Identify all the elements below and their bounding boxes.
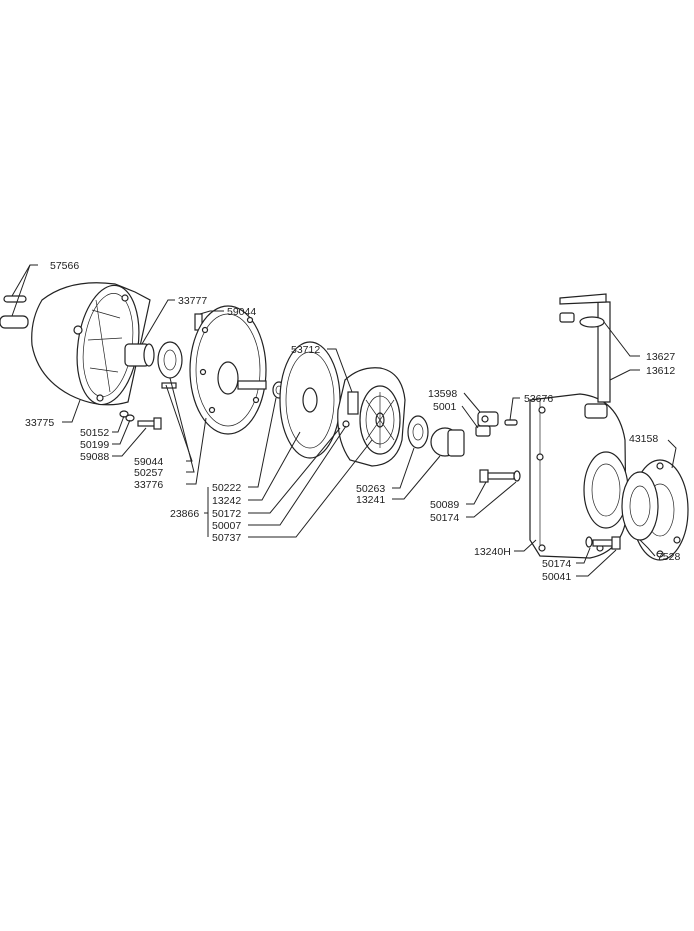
label-7528: 7528 (657, 551, 681, 563)
label-13240H: 13240H (474, 546, 511, 558)
pump-body-13240H-drawing (529, 393, 629, 559)
label-50041: 50041 (542, 571, 571, 583)
label-13612: 13612 (646, 365, 675, 377)
part-labels: 57566 33777 59044 53712 13598 5001 53676… (25, 260, 681, 583)
bolt-50041-drawing (585, 536, 621, 550)
bell-housing-33775-drawing (31, 282, 151, 406)
label-13627: 13627 (646, 351, 675, 363)
bushing-33777-drawing (124, 343, 155, 367)
bolt-50089-drawing (479, 469, 521, 483)
label-50222: 50222 (212, 482, 241, 494)
label-33775: 33775 (25, 417, 54, 429)
label-50199: 50199 (80, 439, 109, 451)
label-33777: 33777 (178, 295, 207, 307)
label-50172: 50172 (212, 508, 241, 520)
label-13598: 13598 (428, 388, 457, 400)
label-50007: 50007 (212, 520, 241, 532)
label-50152: 50152 (80, 427, 109, 439)
label-59044-top: 59044 (227, 306, 256, 318)
label-50263: 50263 (356, 483, 385, 495)
valve-parts-drawing (475, 411, 518, 437)
fan-disc-drawing (279, 341, 341, 459)
label-50737: 50737 (212, 532, 241, 544)
pipe-13612-drawing (559, 293, 611, 403)
impeller-housing-53712-drawing (337, 367, 406, 467)
label-33776: 33776 (134, 479, 163, 491)
flange-plate-drawing (189, 305, 267, 435)
label-53712: 53712 (291, 344, 320, 356)
label-50174-bottom: 50174 (542, 558, 571, 570)
label-13241: 13241 (356, 494, 385, 506)
gasket-drawing (621, 459, 689, 561)
leader-lines (11, 264, 677, 577)
label-50174-mid: 50174 (430, 512, 459, 524)
label-59088: 59088 (80, 451, 109, 463)
label-57566: 57566 (50, 260, 79, 272)
label-43158: 43158 (629, 433, 658, 445)
bearing-13241-drawing (407, 415, 465, 457)
label-50257: 50257 (134, 467, 163, 479)
label-59044-bottom: 59044 (134, 456, 163, 468)
label-5001: 5001 (433, 401, 457, 413)
label-13242: 13242 (212, 495, 241, 507)
washer-bolt-set-drawing (119, 410, 162, 430)
label-50089: 50089 (430, 499, 459, 511)
label-53676: 53676 (524, 393, 553, 405)
label-23866: 23866 (170, 508, 199, 520)
pin-57566-drawing (0, 295, 29, 329)
